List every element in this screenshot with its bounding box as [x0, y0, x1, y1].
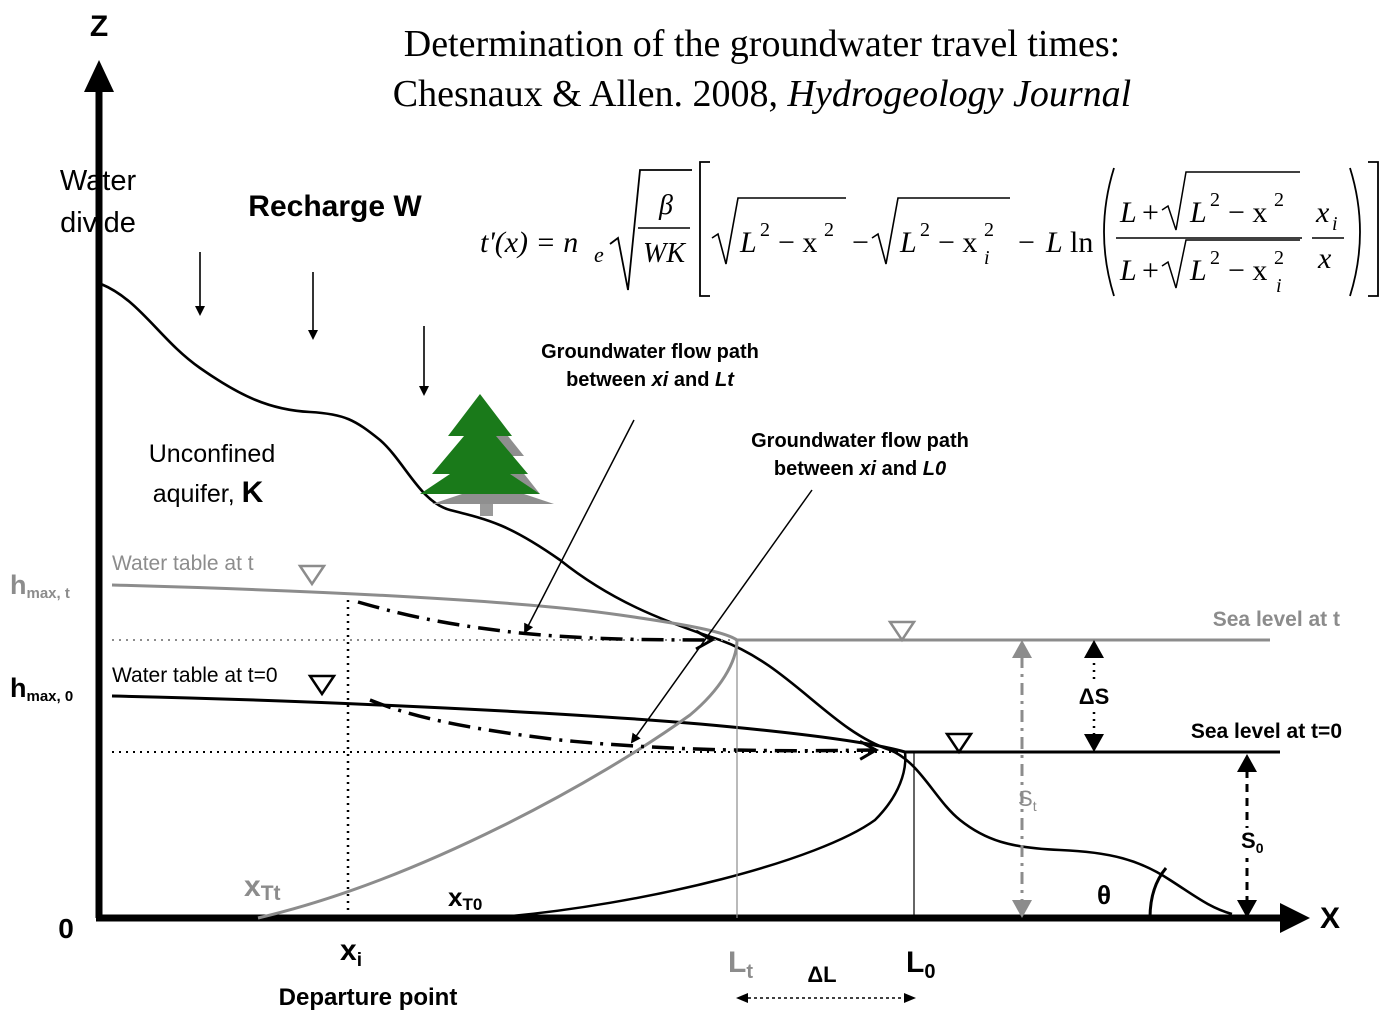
s-t-arrow-up: [1012, 640, 1032, 658]
svg-text:2: 2: [1210, 189, 1220, 211]
water-table-t: [111, 583, 738, 642]
svg-text:−: −: [1018, 226, 1035, 259]
s-0-arrow-down: [1237, 900, 1257, 918]
svg-text:e: e: [594, 242, 604, 267]
svg-text:L: L: [1119, 196, 1137, 229]
svg-text:i: i: [1332, 213, 1338, 235]
s-t-label: St: [1018, 786, 1037, 814]
s-0-label-bg: [1238, 828, 1272, 858]
flow-path-lt-label-2: between xi and Lt: [566, 369, 735, 391]
inverted-triangle-icon: [297, 564, 327, 587]
flow-path-lt-label-1: Groundwater flow path: [541, 341, 759, 363]
svg-text:L: L: [1045, 226, 1063, 259]
s-t-arrow-down: [1012, 900, 1032, 918]
svg-text:L: L: [1119, 254, 1137, 287]
conifer-tree-icon: [420, 394, 554, 516]
svg-text:L: L: [1189, 254, 1207, 287]
hmax-t-label: hmax, t: [10, 570, 70, 602]
delta-l-arrow-left: [736, 993, 748, 1003]
svg-text:i: i: [984, 247, 990, 269]
svg-text:+: +: [1142, 254, 1159, 287]
svg-text:β: β: [658, 190, 673, 221]
interface-curve-t: [257, 639, 739, 920]
svg-text:−: −: [852, 226, 869, 259]
delta-l-arrow-right: [904, 993, 916, 1003]
x-axis-label: X: [1320, 902, 1340, 935]
departure-point-label: Departure point: [279, 984, 458, 1011]
svg-text:x: x: [1315, 196, 1330, 229]
sea-level-t-label: Sea level at t: [1213, 608, 1340, 631]
xi-label: xi: [340, 934, 362, 971]
svg-text:2: 2: [760, 219, 770, 241]
theta-label: θ: [1097, 880, 1111, 910]
svg-text:2: 2: [824, 219, 834, 241]
water-table-t0-label: Water table at t=0: [112, 664, 278, 687]
svg-text:L: L: [899, 226, 917, 259]
svg-text:2: 2: [984, 219, 994, 241]
aquifer-label-2: aquifer, K: [153, 476, 264, 509]
svg-text:WK: WK: [643, 238, 686, 269]
svg-text:2: 2: [1274, 247, 1284, 269]
water-divide-label-2: divide: [60, 207, 136, 239]
theta-arc: [1148, 867, 1168, 919]
interface-curve-t0: [489, 751, 907, 920]
x-axis-arrowhead: [1280, 903, 1310, 933]
delta-l-label: ΔL: [807, 962, 836, 987]
svg-text:− x: − x: [1228, 196, 1267, 229]
svg-text:t'(x) = n: t'(x) = n: [480, 226, 578, 259]
svg-text:+: +: [1142, 196, 1159, 229]
inverted-triangle-icon: [887, 620, 917, 643]
delta-s-label: ΔS: [1079, 684, 1110, 709]
svg-text:− x: − x: [1228, 254, 1267, 287]
recharge-label: Recharge W: [248, 190, 422, 223]
sea-level-t0-label: Sea level at t=0: [1191, 720, 1342, 743]
inverted-triangle-icon: [307, 674, 337, 697]
svg-text:L: L: [1189, 196, 1207, 229]
flow-path-xi-to-lt: [357, 600, 716, 651]
flow-path-xi-to-l0: [369, 698, 880, 761]
hmax-0-label: hmax, 0: [10, 673, 73, 705]
svg-text:ln: ln: [1070, 226, 1093, 259]
flow-path-l0-label-1: Groundwater flow path: [751, 430, 969, 452]
delta-s-arrow-up: [1084, 640, 1104, 658]
s-0-arrow-up: [1237, 754, 1257, 772]
title-line-2: Chesnaux & Allen. 2008, Hydrogeology Jou…: [393, 73, 1131, 115]
flow-path-l0-leader: [630, 489, 813, 744]
delta-s-arrow-down: [1084, 734, 1104, 752]
svg-text:2: 2: [1210, 247, 1220, 269]
svg-text:− x: − x: [938, 226, 977, 259]
water-divide-label-1: Water: [60, 165, 137, 197]
x-t0-label: xT0: [448, 882, 482, 914]
svg-text:2: 2: [1274, 189, 1284, 211]
z-axis-label: Z: [90, 10, 108, 43]
svg-text:2: 2: [920, 219, 930, 241]
z-axis-arrowhead: [84, 60, 114, 92]
flow-path-l0-label-2: between xi and L0: [774, 458, 946, 480]
x-tt-label: xTt: [244, 870, 281, 905]
lt-label: Lt: [728, 946, 753, 983]
origin-label: 0: [58, 913, 74, 944]
water-table-t0: [111, 694, 906, 754]
water-table-t-label: Water table at t: [112, 552, 254, 575]
svg-text:x: x: [1317, 242, 1332, 275]
inverted-triangle-icon: [944, 732, 974, 755]
delta-s-label-bg: [1072, 684, 1116, 710]
s-0-label: S0: [1241, 828, 1264, 856]
svg-text:i: i: [1276, 275, 1282, 297]
l0-label: L0: [906, 946, 935, 983]
svg-text:− x: − x: [778, 226, 817, 259]
land-surface: [100, 282, 1233, 916]
title-line-1: Determination of the groundwater travel …: [404, 23, 1121, 65]
aquifer-label-1: Unconfined: [149, 440, 275, 468]
flow-path-lt-leader: [524, 419, 635, 634]
svg-text:L: L: [739, 226, 757, 259]
